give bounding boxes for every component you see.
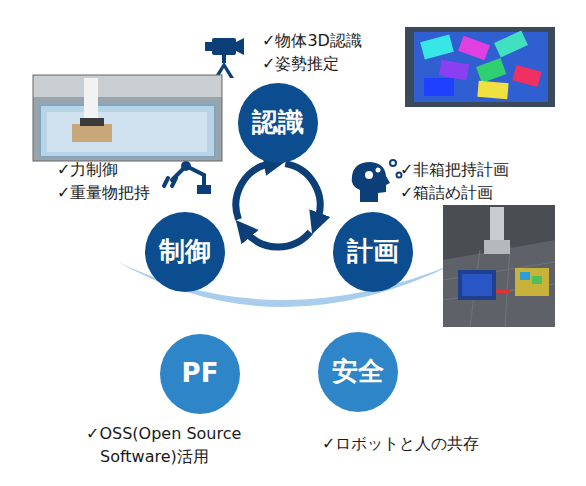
photo-gripper [33,75,222,161]
topic-label: 計画 [347,237,399,267]
topic-circle: PF [160,334,240,414]
topic-circle: 認識 [238,83,318,163]
cycle-arrows [236,164,320,247]
check-item: ✓重量物把持 [57,181,176,204]
head-icon [352,160,402,202]
photo-objects [405,27,555,107]
check-item: ✓ロボットと人の共存 [322,432,556,455]
check-item: ✓姿勢推定 [262,52,416,75]
topic-label: PF [182,359,219,389]
camera-icon [205,38,244,78]
check-item: ✓OSS(Open Source Software)活用 [86,422,272,468]
check-item: ✓力制御 [57,158,176,181]
robot-arm-icon [164,163,211,194]
topic-circle: 制御 [145,212,225,292]
check-item: ✓非箱把持計画 [400,158,586,181]
topic-label: 安全 [332,357,384,387]
check-item: ✓箱詰め計画 [400,181,586,204]
topic-label: 制御 [159,237,211,267]
photo-simulation [443,205,555,327]
topic-circle: 計画 [333,212,413,292]
check-item: ✓物体3D認識 [262,29,416,52]
topic-label: 認識 [252,108,304,138]
topic-circle: 安全 [318,332,398,412]
